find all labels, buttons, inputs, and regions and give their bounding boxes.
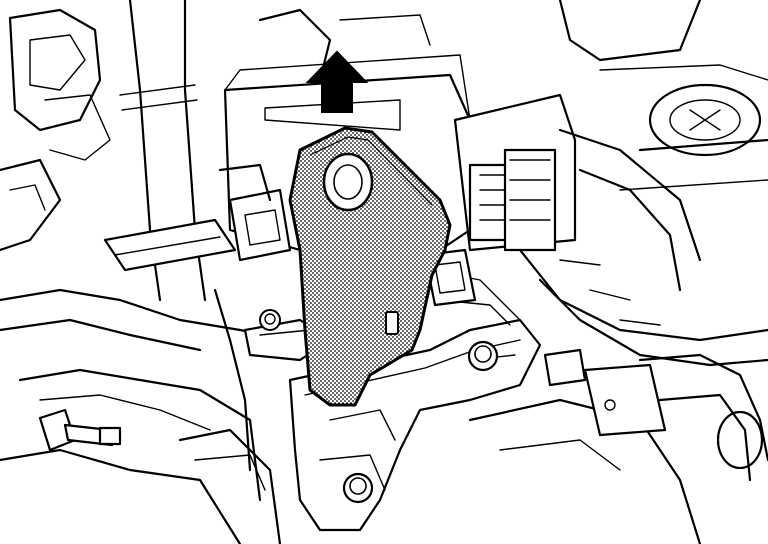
cover-slot [385, 311, 399, 335]
bracket-cover [288, 126, 452, 407]
bolt-icon [342, 472, 374, 504]
bolt-icon [467, 340, 499, 372]
bolt-icon [259, 309, 281, 331]
up-arrow-icon [305, 50, 369, 113]
